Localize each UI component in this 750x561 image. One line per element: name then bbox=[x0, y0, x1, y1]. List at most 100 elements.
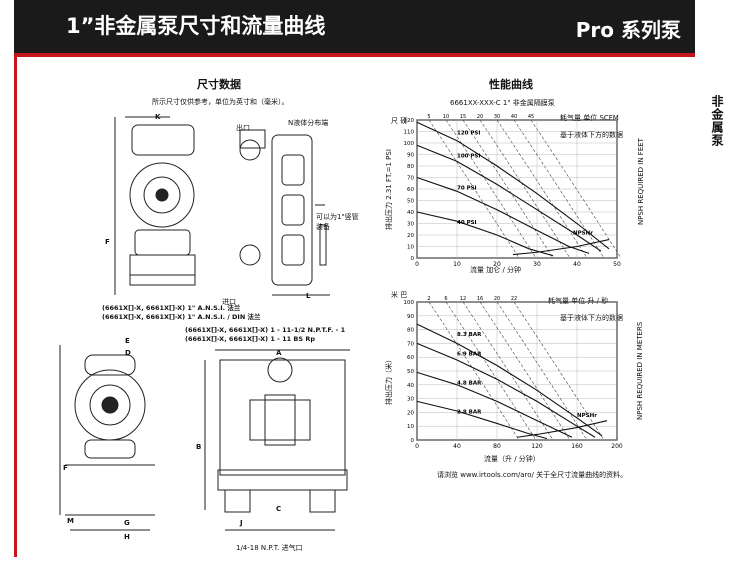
chart2-top-tick: 22 bbox=[511, 296, 517, 302]
chart2-ytick-label: 20 bbox=[407, 410, 414, 416]
chart1-series-line bbox=[416, 211, 554, 257]
dim-e: E bbox=[125, 337, 130, 345]
flange-note-2: (6661X[]-X, 6661X[]-X) 1" A.N.S.I. / DIN… bbox=[102, 313, 261, 321]
chart2-xtick-label: 120 bbox=[531, 443, 543, 450]
dim-c: C bbox=[276, 505, 282, 513]
chart2-series-line bbox=[416, 342, 596, 438]
chart1-top-tick: 5 bbox=[427, 114, 430, 120]
dimensions-title: 尺寸数据 bbox=[197, 78, 241, 91]
chart2-xtick-label: 0 bbox=[415, 443, 419, 450]
chart2-series-label: NPSHr bbox=[577, 413, 597, 419]
chart2-series-line bbox=[516, 420, 608, 438]
chart1-series-label: 120 PSI bbox=[457, 130, 480, 136]
chart1-xtick-label: 0 bbox=[415, 261, 419, 268]
n-port-label: N液体分布端 bbox=[288, 119, 329, 127]
chart1-ytick-label: 70 bbox=[407, 176, 414, 182]
chart1-xtick-label: 10 bbox=[453, 261, 461, 268]
chart1-air-curve bbox=[445, 119, 537, 259]
outlet-label: 出口 bbox=[236, 124, 250, 132]
chart1-series-label: 40 PSI bbox=[457, 220, 477, 226]
chart2-series-label: 8.3 BAR bbox=[457, 332, 482, 338]
chart2-air-curve bbox=[496, 301, 588, 441]
pump-side-body bbox=[271, 134, 313, 286]
thread-note-2: (6661X[]-X, 6661X[]-X) 1 - 11 BS Rp bbox=[185, 335, 315, 343]
chart1-top-tick: 30 bbox=[494, 114, 500, 120]
dim-l: L bbox=[306, 292, 311, 300]
chart2-ytick-label: 40 bbox=[407, 383, 414, 389]
chart1-air-curve bbox=[479, 119, 571, 259]
chart2-top-tick: 2 bbox=[427, 296, 430, 302]
chart1-series-label: NPSHr bbox=[573, 231, 593, 237]
chart2-ytick-label: 80 bbox=[407, 328, 414, 334]
flange-note-1: (6661X[]-X, 6661X[]-X) 1" A.N.S.I. 法兰 bbox=[102, 304, 241, 312]
chart2-air-curve bbox=[479, 301, 571, 441]
chart1-xtick-label: 40 bbox=[573, 261, 581, 268]
chart1-ytick-label: 50 bbox=[407, 199, 414, 205]
chart2-series-line bbox=[416, 400, 548, 440]
chart2-ytick-label: 70 bbox=[407, 341, 414, 347]
dimensions-note: 所示尺寸仅供参考，单位为英寸和（毫米）。 bbox=[152, 98, 289, 106]
chart1-left-unit: 尺 磅 bbox=[391, 117, 408, 125]
chart1-air-curve bbox=[462, 119, 554, 259]
header-divider bbox=[14, 53, 695, 57]
chart2-series-line bbox=[416, 323, 603, 437]
dim-k: K bbox=[155, 113, 161, 121]
series-title: Pro 系列泵 bbox=[575, 18, 681, 42]
chart2-top-tick: 12 bbox=[460, 296, 466, 302]
chart2-ytick-label: 50 bbox=[407, 369, 414, 375]
dim-j: J bbox=[240, 519, 243, 527]
chart1-air-curve bbox=[428, 119, 520, 259]
chart1-top-axis-label: 耗气量 单位 SCFM bbox=[560, 114, 619, 122]
chart1-top-tick: 15 bbox=[460, 114, 466, 120]
pump-drawings bbox=[59, 116, 350, 531]
chart2-left-unit: 米 巴 bbox=[391, 291, 408, 299]
chart1-ytick-label: 30 bbox=[407, 222, 414, 228]
chart1-ytick-label: 10 bbox=[407, 245, 414, 251]
chart1-air-curve bbox=[513, 119, 605, 259]
chart2-xlabel: 流量（升 / 分钟） bbox=[484, 455, 540, 463]
chart1-legend-note: 基于液体下方的数据 bbox=[560, 131, 623, 139]
chart1-series-label: 70 PSI bbox=[457, 186, 477, 192]
pump-rear-body bbox=[219, 359, 346, 476]
chart1-air-curve bbox=[530, 119, 622, 259]
dim-d: D bbox=[125, 349, 131, 357]
chart2-series-label: 2.8 BAR bbox=[457, 409, 482, 415]
chart2-ytick-label: 90 bbox=[407, 314, 414, 320]
chart2-series-label: 4.8 BAR bbox=[457, 380, 482, 386]
chart1-series-line bbox=[512, 239, 610, 256]
chart1-series-line bbox=[416, 121, 610, 250]
chart2-top-axis-label: 耗气量 单位 升 / 秒 bbox=[548, 297, 609, 305]
chart1-ytick-label: 100 bbox=[404, 141, 415, 147]
chart1-ytick-label: 110 bbox=[404, 130, 415, 136]
pump-front-body bbox=[129, 162, 195, 228]
chart2-legend-note: 基于液体下方的数据 bbox=[560, 314, 623, 322]
chart1-top-tick: 20 bbox=[477, 114, 483, 120]
dim-g: G bbox=[124, 519, 130, 527]
chart2-ytick-label: 60 bbox=[407, 355, 414, 361]
chart2-air-curve bbox=[513, 301, 605, 441]
dim-f: F bbox=[105, 238, 110, 246]
chart1-top-tick: 40 bbox=[511, 114, 517, 120]
chart2-air-curve bbox=[445, 301, 537, 441]
chart2-xtick-label: 80 bbox=[493, 443, 501, 450]
vertical-note: 可以为1"竖管装备 bbox=[316, 213, 359, 231]
chart1-ytick-label: 0 bbox=[411, 256, 415, 262]
performance-footnote: 请浏览 www.irtools.com/aro/ 关于全尺寸流量曲线的资料。 bbox=[437, 471, 628, 479]
dim-b: B bbox=[196, 443, 202, 451]
page-title: 1”非金属泵尺寸和流量曲线 bbox=[66, 14, 326, 38]
dim-h: H bbox=[124, 533, 130, 541]
left-margin-rule bbox=[14, 57, 17, 557]
chart1-xlabel: 流量 加仑 / 分钟 bbox=[470, 266, 522, 274]
chart1-top-tick: 10 bbox=[443, 114, 449, 120]
chart2-xtick-label: 160 bbox=[571, 443, 583, 450]
chart1-xtick-label: 30 bbox=[533, 261, 541, 268]
chart2-series-label: 6.9 BAR bbox=[457, 351, 482, 357]
chart2-top-tick: 6 bbox=[444, 296, 447, 302]
inlet-label: 进口 bbox=[222, 298, 236, 306]
chart1-ytick-label: 60 bbox=[407, 187, 414, 193]
chart1-ytick-label: 80 bbox=[407, 164, 414, 170]
chart1-ytick-label: 20 bbox=[407, 233, 414, 239]
chart2-top-tick: 20 bbox=[494, 296, 500, 302]
